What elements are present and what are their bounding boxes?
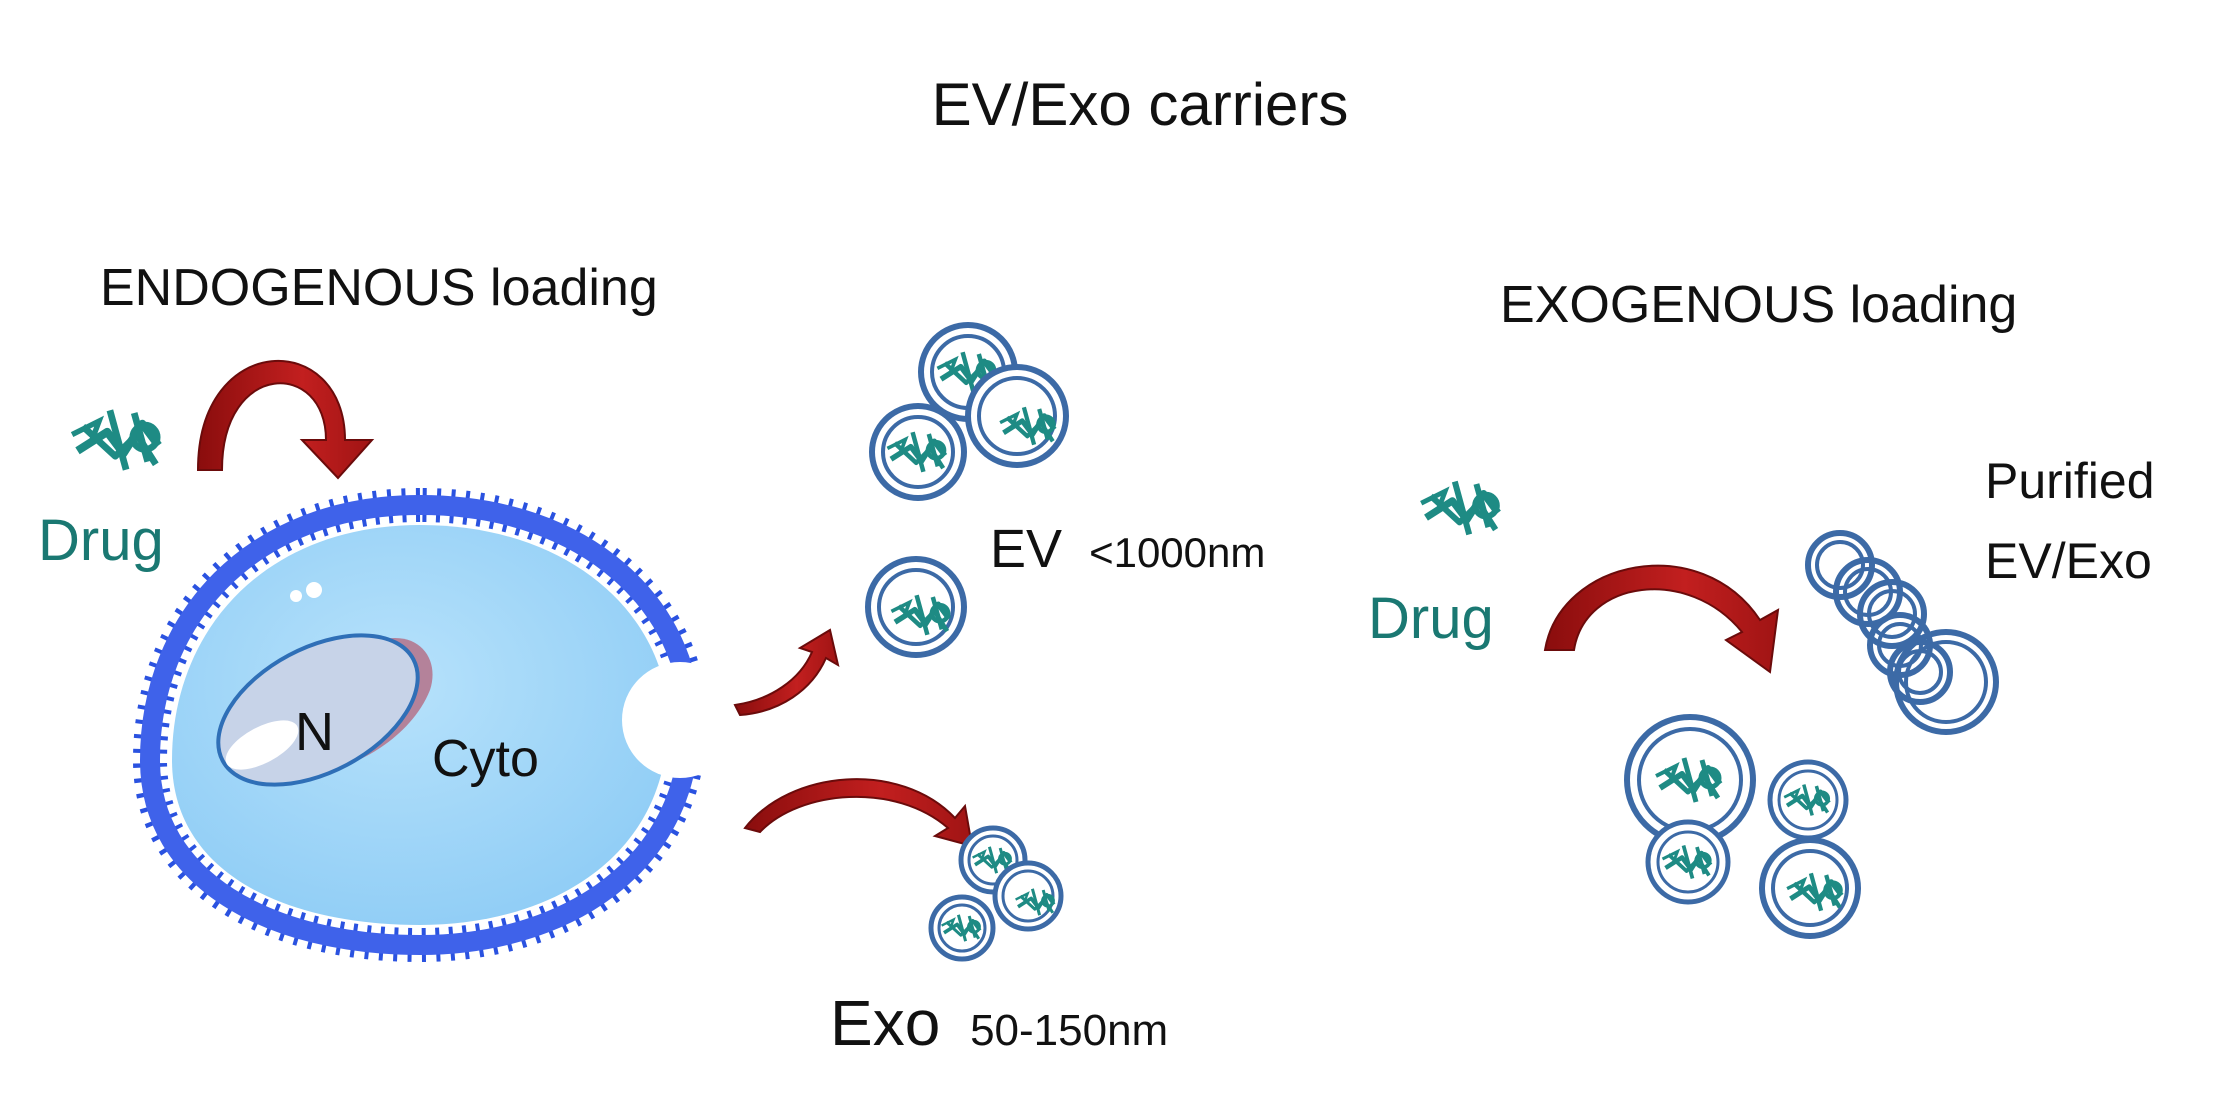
ev-size: <1000nm xyxy=(1089,529,1265,576)
purified-vesicles xyxy=(1805,530,1999,735)
ev-release-arrow-icon xyxy=(733,628,840,717)
ev-label: EV <1000nm xyxy=(990,519,1265,579)
exogenous-heading: EXOGENOUS loading xyxy=(1500,276,2017,334)
ev-name: EV xyxy=(990,519,1062,579)
cytoplasm xyxy=(172,525,668,925)
cytoplasm-label: Cyto xyxy=(432,730,539,788)
exo-size: 50-150nm xyxy=(970,1006,1168,1055)
endogenous-drug-label: Drug xyxy=(38,508,164,573)
exo-release-arrow-icon xyxy=(743,778,974,848)
drug-icon xyxy=(1421,482,1498,535)
exo-vesicle-cluster xyxy=(928,825,1064,962)
exo-name: Exo xyxy=(830,987,940,1059)
loaded-vesicle-cluster xyxy=(1624,714,1861,939)
loading-arrow-icon xyxy=(1543,564,1780,674)
budding-vesicle xyxy=(622,662,738,778)
purified-label-line1: Purified xyxy=(1985,453,2155,509)
ev-vesicle-cluster xyxy=(865,322,1069,658)
exo-label: Exo 50-150nm xyxy=(830,987,1168,1059)
cell: N Cyto xyxy=(132,487,738,963)
drug-icon xyxy=(72,410,158,469)
nucleus-label: N xyxy=(295,702,334,762)
endogenous-heading: ENDOGENOUS loading xyxy=(100,259,658,317)
exogenous-drug-label: Drug xyxy=(1368,586,1494,651)
uptake-arrow-icon xyxy=(196,360,375,480)
nucleus xyxy=(216,633,433,787)
purified-label-line2: EV/Exo xyxy=(1985,533,2152,589)
diagram-title: EV/Exo carriers xyxy=(932,71,1349,138)
